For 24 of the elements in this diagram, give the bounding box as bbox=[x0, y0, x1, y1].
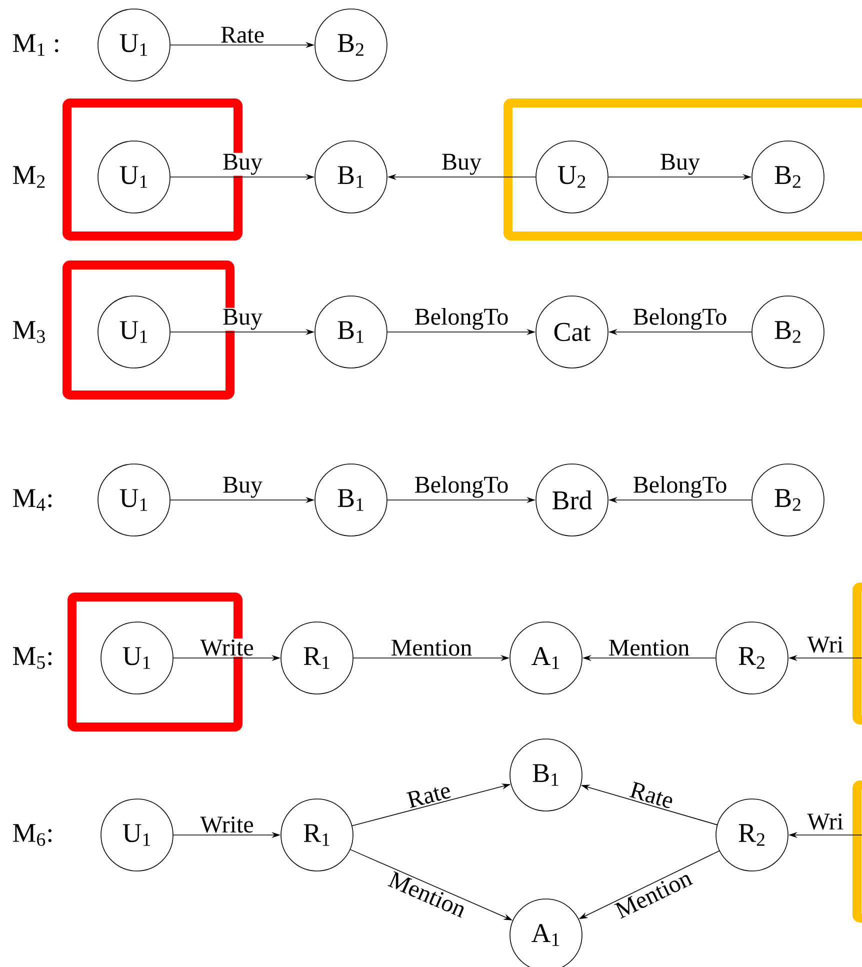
edge-label: BelongTo bbox=[413, 306, 510, 331]
edge-label: Rate bbox=[220, 26, 266, 44]
row-label: M$_{1}$ : bbox=[12, 34, 58, 56]
edge-label: Buy bbox=[440, 152, 482, 176]
row-label: M$_{4}$: bbox=[12, 489, 52, 511]
edge-label: BelongTo bbox=[413, 474, 510, 499]
row-label: M$_{5}$: bbox=[12, 647, 52, 669]
edge-label: Mention bbox=[607, 638, 691, 657]
edge-label: BelongTo bbox=[632, 306, 728, 331]
edge-label: Mention bbox=[390, 638, 474, 657]
edge-label: Buy bbox=[222, 308, 264, 331]
edge-label: Buy bbox=[659, 152, 701, 176]
edge-label: Rate bbox=[627, 780, 676, 810]
edge-label: Write bbox=[199, 638, 255, 657]
edge-label: Wri bbox=[807, 636, 844, 653]
row-label: M$_{2}$ bbox=[12, 166, 45, 188]
edge-label: Buy bbox=[222, 152, 264, 176]
row-label: M$_{3}$ bbox=[12, 321, 45, 343]
edge-label: BelongTo bbox=[632, 474, 728, 499]
edge-label: Rate bbox=[404, 780, 454, 810]
edge-label: Wri bbox=[807, 814, 844, 830]
edge-label: Write bbox=[199, 816, 255, 834]
edge-label: Buy bbox=[222, 476, 264, 499]
row-label: M$_{6}$: bbox=[12, 824, 52, 846]
